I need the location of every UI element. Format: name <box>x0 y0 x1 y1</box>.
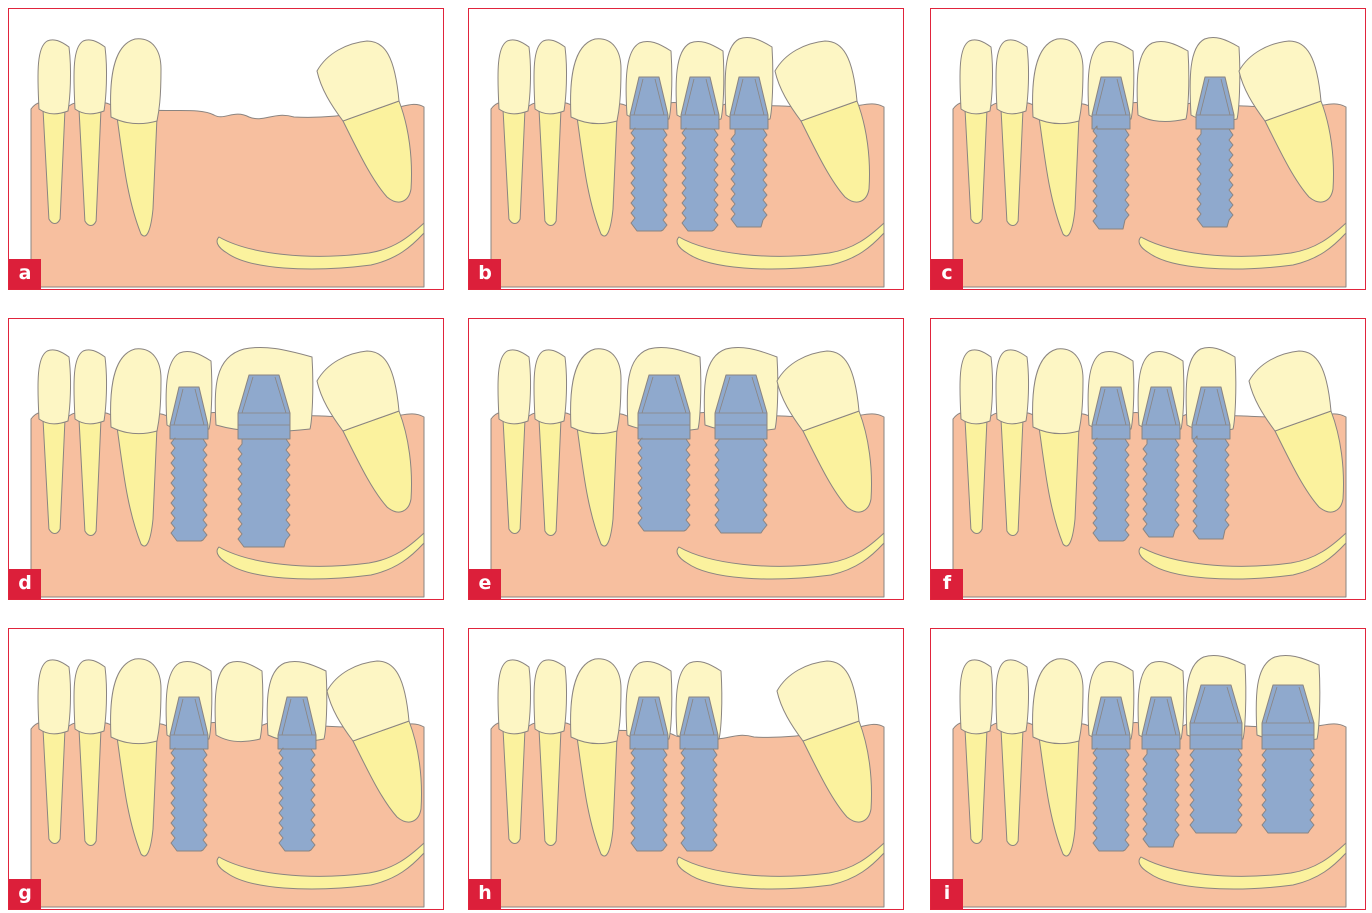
tooth-crown <box>1033 349 1083 434</box>
panel-b: b <box>468 8 904 290</box>
tooth-crown <box>571 349 621 434</box>
dental-diagram <box>9 319 442 598</box>
tooth-crown <box>74 350 107 424</box>
implant-abutment <box>1262 685 1314 749</box>
tooth-crown <box>498 40 531 114</box>
implant-screw <box>1190 749 1242 833</box>
tooth-crown <box>571 39 621 124</box>
tooth-crown <box>534 350 567 424</box>
implant-screw <box>1093 748 1129 851</box>
dental-diagram <box>931 9 1364 288</box>
dental-diagram <box>931 629 1364 908</box>
tooth-crown <box>74 40 107 114</box>
implant-screw <box>631 128 667 231</box>
implant-abutment <box>1190 685 1242 749</box>
tooth-crown <box>498 350 531 424</box>
implant-screw <box>1093 438 1129 541</box>
implant-screw <box>638 438 690 531</box>
panel-label: h <box>469 879 501 909</box>
panel-i: i <box>930 628 1366 910</box>
implant-screw <box>682 128 718 231</box>
tooth-crown <box>38 350 71 424</box>
implant-screw <box>1093 126 1129 229</box>
implant-screw <box>1143 749 1179 847</box>
tooth-crown <box>215 661 263 741</box>
panel-f: f <box>930 318 1366 600</box>
panel-d: d <box>8 318 444 600</box>
tooth-crown <box>111 349 161 434</box>
dental-diagram <box>931 319 1364 598</box>
tooth-crown <box>111 39 161 124</box>
tooth-crown <box>1137 41 1189 121</box>
tooth-crown <box>996 40 1029 114</box>
implant-abutment <box>238 375 290 439</box>
implant-screw <box>1197 129 1233 227</box>
implant-screw <box>171 748 207 851</box>
tooth-crown <box>498 660 531 734</box>
implant-screw <box>1143 439 1179 537</box>
panel-label: a <box>9 259 41 289</box>
dental-diagram <box>9 629 442 908</box>
dental-diagram <box>469 319 902 598</box>
panel-label: b <box>469 259 501 289</box>
implant-abutment <box>638 375 690 439</box>
panel-e: e <box>468 318 904 600</box>
implant-screw <box>731 129 767 227</box>
tooth-crown <box>38 40 71 114</box>
tooth-crown <box>996 350 1029 424</box>
tooth-crown <box>111 659 161 744</box>
dental-diagram <box>469 9 902 288</box>
tooth-crown <box>38 660 71 734</box>
panel-label: e <box>469 569 501 599</box>
dental-diagram <box>9 9 442 288</box>
tooth-crown <box>996 660 1029 734</box>
tooth-crown <box>534 40 567 114</box>
tooth-crown <box>960 660 993 734</box>
tooth-crown <box>960 40 993 114</box>
tooth-crown <box>74 660 107 734</box>
panel-g: g <box>8 628 444 910</box>
tooth-crown <box>960 350 993 424</box>
panel-label: f <box>931 569 963 599</box>
implant-screw <box>715 439 767 533</box>
implant-screw <box>279 748 315 851</box>
tooth-crown <box>534 660 567 734</box>
implant-screw <box>631 748 667 851</box>
panel-label: d <box>9 569 41 599</box>
dental-diagram <box>469 629 902 908</box>
tooth-crown <box>1033 39 1083 124</box>
implant-screw <box>1193 436 1229 539</box>
panel-h: h <box>468 628 904 910</box>
implant-screw <box>1262 749 1314 833</box>
panel-a: a <box>8 8 444 290</box>
tooth-crown <box>571 659 621 744</box>
implant-screw <box>238 439 290 547</box>
implant-screw <box>681 748 717 851</box>
panel-label: c <box>931 259 963 289</box>
implant-screw <box>171 438 207 541</box>
panel-label: i <box>931 879 963 909</box>
tooth-crown <box>1033 659 1083 744</box>
panel-c: c <box>930 8 1366 290</box>
implant-abutment <box>715 375 767 439</box>
panel-label: g <box>9 879 41 909</box>
